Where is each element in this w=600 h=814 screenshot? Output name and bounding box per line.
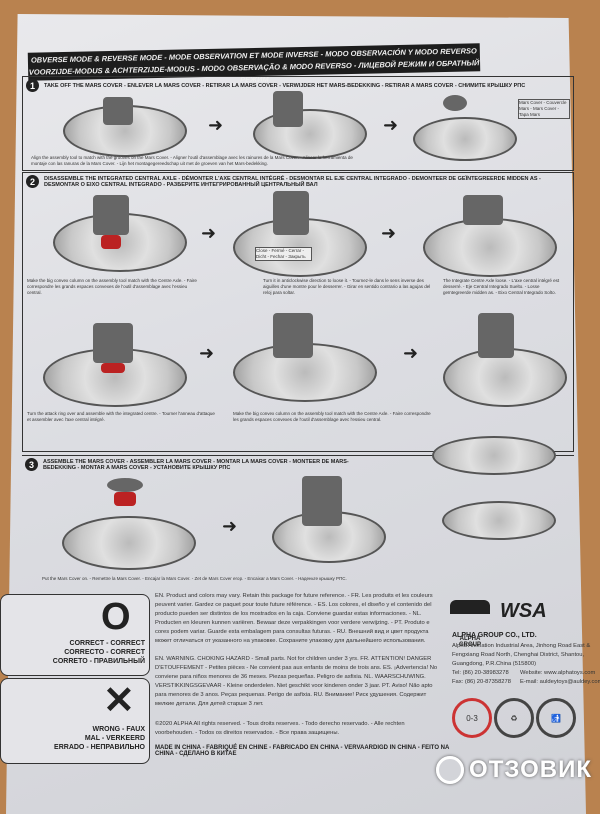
step-2-caption-d: Turn the attack ring over and assemble w… bbox=[27, 411, 215, 422]
label-line: CORRETO - ПРАВИЛЬНЫЙ bbox=[52, 658, 145, 665]
made-in-china: MADE IN CHINA - FABRIQUÉ EN CHINE - FABR… bbox=[155, 745, 450, 757]
step-title: TAKE OFF THE MARS COVER - ENLEVER LA MAR… bbox=[44, 82, 526, 89]
step-2-caption-c: The Integrate Centre Axle loose. - L'axe… bbox=[443, 278, 560, 295]
watermark-icon bbox=[436, 756, 465, 784]
tool-illustration bbox=[93, 195, 129, 235]
age-label: 0-3 bbox=[466, 713, 478, 723]
wrong-label: WRONG - FAUX MAL - VERKEERD ERRADO - НЕП… bbox=[54, 725, 145, 752]
arrow-icon: ➜ bbox=[381, 223, 397, 243]
company-website: Website: www.alphatoys.com bbox=[520, 670, 596, 676]
arrow-icon: ➜ bbox=[222, 516, 238, 536]
arrow-icon: ➜ bbox=[199, 343, 215, 363]
label-line: MAL - VERKEERD bbox=[84, 735, 145, 742]
dispose-icon: 🚮 bbox=[536, 698, 576, 738]
correct-label: CORRECT - CORRECT CORRECTO - CORRECT COR… bbox=[53, 639, 145, 666]
arrow-icon: ➜ bbox=[201, 223, 217, 243]
step-3-panel: 3 ASSEMBLE THE MARS COVER - ASSEMBLER LA … bbox=[22, 436, 574, 585]
correct-usage-box: O CORRECT - CORRECT CORRECTO - CORRECT C… bbox=[0, 594, 150, 676]
company-email: E-mail: auldeytoys@auldey.com bbox=[520, 679, 600, 685]
rotate-label: Close - Fermé - Cerrar - Dicht - Fechar … bbox=[255, 247, 312, 261]
company-fax: Fax: (86) 20-87358278 bbox=[452, 679, 511, 685]
arrow-icon: ➜ bbox=[383, 115, 399, 135]
label-line: CORRECT - CORRECT bbox=[69, 640, 145, 647]
copyright: ©2020 ALPHA All rights reserved. - Tous … bbox=[155, 721, 405, 736]
beyblade-illustration bbox=[423, 218, 557, 277]
company-name: ALPHA GROUP CO., LTD. bbox=[452, 632, 537, 639]
tool-illustration bbox=[103, 97, 133, 125]
step-2-panel: 2 DISASSEMBLE THE INTEGRATED CENTRAL AXLE… bbox=[22, 172, 574, 452]
beyblade-illustration bbox=[253, 109, 367, 159]
wrong-usage-box: ✕ WRONG - FAUX MAL - VERKEERD ERRADO - Н… bbox=[0, 678, 150, 764]
step-1-caption: Align the assembly tool to match with th… bbox=[31, 155, 353, 166]
beyblade-top-view bbox=[432, 436, 556, 475]
tool-illustration bbox=[273, 191, 309, 235]
tool-illustration bbox=[478, 313, 514, 358]
step-number: 3 bbox=[25, 458, 38, 471]
step-title: DISASSEMBLE THE INTEGRATED CENTRAL AXLE … bbox=[44, 175, 541, 188]
watermark-text: ОТЗОВИК bbox=[469, 756, 592, 783]
mars-cover-illustration bbox=[107, 478, 143, 492]
mars-cover-illustration bbox=[443, 95, 467, 111]
beyblade-illustration bbox=[43, 348, 187, 407]
centre-axle-illustration bbox=[463, 195, 503, 225]
centre-axle-highlight bbox=[101, 363, 125, 373]
label-line: CORRECTO - CORRECT bbox=[64, 649, 145, 656]
beyblade-illustration bbox=[413, 117, 517, 161]
beyblade-illustration bbox=[62, 516, 196, 570]
mars-cover-red-part bbox=[114, 492, 136, 506]
part-label: Mars Cover - Couvercle Mars - Mars Cover… bbox=[518, 99, 570, 119]
correct-icon: O bbox=[101, 596, 131, 638]
alpha-group-logo: ALPHA GROUP bbox=[450, 600, 490, 648]
wrong-icon: ✕ bbox=[103, 680, 135, 722]
tool-illustration bbox=[302, 476, 342, 526]
step-title: ASSEMBLE THE MARS COVER - ASSEMBLER LA M… bbox=[43, 458, 349, 471]
watermark: ОТЗОВИК bbox=[436, 756, 592, 784]
tool-illustration bbox=[273, 91, 303, 127]
company-address: Alpha Animation Industrial Area, Jinhong… bbox=[452, 643, 591, 667]
label-line: ERRADO - НЕПРАВИЛЬНО bbox=[54, 744, 145, 751]
arrow-icon: ➜ bbox=[208, 115, 224, 135]
step-2-caption-b: Turn it in anticlockwise direction to lo… bbox=[263, 278, 431, 295]
recycle-icon: ♻ bbox=[494, 698, 534, 738]
step-1-panel: 1 TAKE OFF THE MARS COVER - ENLEVER LA MA… bbox=[22, 76, 574, 171]
step-number: 2 bbox=[26, 175, 39, 188]
step-2-caption-a: Make the big convex column on the assemb… bbox=[27, 278, 197, 295]
beyblade-top-view bbox=[442, 501, 556, 540]
tool-illustration bbox=[273, 313, 313, 358]
arrow-icon: ➜ bbox=[403, 343, 419, 363]
beyblade-illustration bbox=[443, 348, 567, 407]
wsa-logo: WSA bbox=[500, 600, 547, 622]
centre-axle-highlight bbox=[101, 235, 121, 249]
step-3-caption: Put the Mars Cover on. - Remettre la Mar… bbox=[42, 576, 347, 581]
colors-notice: EN. Product and colors may vary. Retain … bbox=[155, 593, 433, 644]
centre-axle-illustration bbox=[93, 323, 133, 363]
age-warning-icon: 0-3 bbox=[452, 698, 492, 738]
choking-warning: EN. WARNING. CHOKING HAZARD - Small part… bbox=[155, 656, 438, 707]
company-tel: Tel: (86) 20-38983278 bbox=[452, 670, 509, 676]
step-2-caption-e: Make the big convex column on the assemb… bbox=[233, 411, 431, 422]
label-line: WRONG - FAUX bbox=[92, 726, 146, 733]
step-number: 1 bbox=[26, 79, 39, 92]
